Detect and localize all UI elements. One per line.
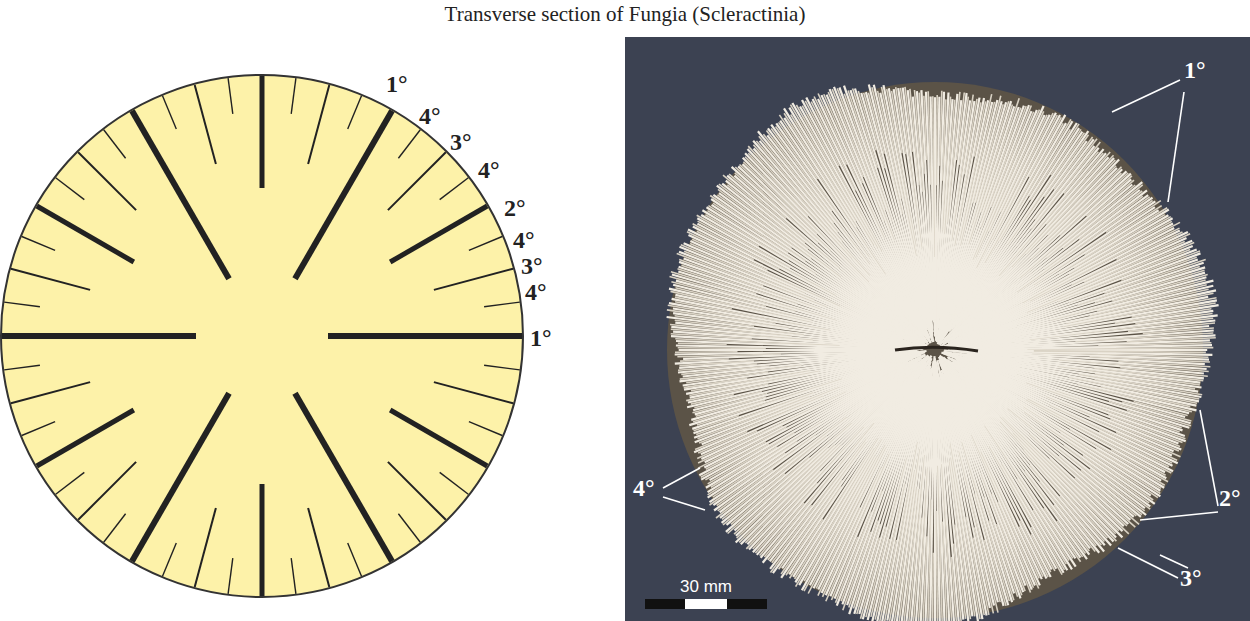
septum-order-label: 1° — [386, 72, 408, 96]
quaternary-septum — [469, 237, 502, 251]
leader-line — [1200, 410, 1218, 506]
tertiary-septum — [195, 85, 216, 164]
quaternary-septum — [440, 472, 469, 494]
tertiary-septum — [11, 382, 90, 403]
coral-septum — [936, 92, 945, 336]
coral-septum — [1109, 402, 1191, 426]
coral-septum — [671, 336, 919, 349]
tertiary-septum — [11, 269, 90, 290]
coral-septum — [1034, 351, 1206, 353]
septum-order-label: 3° — [521, 254, 543, 278]
quaternary-septum — [398, 514, 420, 543]
corallite-outline — [1, 75, 523, 597]
quaternary-septum — [163, 96, 177, 129]
scale-segment — [685, 599, 727, 609]
quaternary-septum — [348, 96, 362, 129]
primary-septum — [2, 333, 196, 339]
coral-septa — [667, 85, 1219, 621]
tertiary-septum — [434, 382, 513, 403]
quaternary-septum — [398, 130, 420, 159]
coral-septum — [971, 351, 1213, 355]
quaternary-septum — [22, 237, 55, 251]
scale-segment — [645, 599, 685, 609]
quaternary-septum — [291, 558, 296, 594]
coral-septum — [932, 553, 934, 621]
primary-septum — [295, 111, 392, 279]
leader-line — [1140, 512, 1218, 520]
quaternary-septum — [484, 365, 520, 370]
diagram-title: Transverse section of Fungia (Scleractin… — [0, 4, 1250, 25]
tertiary-septum — [308, 85, 329, 164]
septa-diagram — [1, 75, 523, 597]
septa — [2, 76, 522, 596]
coral-photo — [625, 37, 1250, 621]
septum-order-label: 1° — [1184, 58, 1206, 82]
quaternary-septum — [291, 78, 296, 114]
tertiary-septum — [434, 269, 513, 290]
quaternary-septum — [484, 302, 520, 307]
septum-order-label: 2° — [504, 196, 526, 220]
quaternary-septum — [56, 178, 85, 200]
scale-bar — [645, 599, 767, 609]
secondary-septum — [390, 410, 487, 466]
secondary-septum — [37, 206, 134, 262]
leader-line — [663, 468, 700, 488]
tertiary-septum — [388, 152, 446, 210]
scale-segment — [727, 599, 767, 609]
quaternary-septum — [440, 178, 469, 200]
leader-line — [1112, 80, 1180, 112]
septum-order-label: 4° — [513, 228, 535, 252]
primary-septum — [295, 393, 392, 561]
quaternary-septum — [4, 365, 40, 370]
quaternary-septum — [104, 514, 126, 543]
quaternary-septum — [163, 543, 177, 576]
septum-order-label: 4° — [478, 158, 500, 182]
tertiary-septum — [308, 508, 329, 587]
secondary-septum — [390, 206, 487, 262]
septum-order-label: 3° — [1180, 566, 1202, 590]
septum-order-label: 2° — [1219, 486, 1241, 510]
quaternary-septum — [22, 422, 55, 436]
coral-septum — [678, 343, 727, 344]
quaternary-septum — [228, 78, 233, 114]
primary-septum — [328, 333, 522, 339]
leader-lines — [663, 80, 1218, 578]
quaternary-septum — [228, 558, 233, 594]
septum-order-label: 1° — [530, 326, 552, 350]
primary-septum — [132, 111, 229, 279]
quaternary-septum — [104, 130, 126, 159]
septum-order-label: 4° — [525, 280, 547, 304]
coral-septum — [669, 303, 924, 348]
septum-order-label: 4° — [419, 104, 441, 128]
tertiary-septum — [388, 462, 446, 520]
primary-septum — [132, 393, 229, 561]
leader-line — [1118, 548, 1178, 578]
secondary-septum — [260, 76, 265, 188]
tertiary-septum — [78, 462, 136, 520]
quaternary-septum — [4, 302, 40, 307]
tertiary-septum — [195, 508, 216, 587]
septum-order-label: 3° — [450, 130, 472, 154]
quaternary-septum — [348, 543, 362, 576]
quaternary-septum — [469, 422, 502, 436]
leader-line — [1168, 92, 1184, 202]
quaternary-septum — [56, 472, 85, 494]
tertiary-septum — [78, 152, 136, 210]
septum-order-label: 4° — [633, 476, 655, 500]
secondary-septum — [260, 484, 265, 596]
mouth-slit — [895, 347, 978, 351]
leader-line — [663, 497, 705, 510]
scale-label: 30 mm — [680, 578, 732, 595]
secondary-septum — [37, 410, 134, 466]
